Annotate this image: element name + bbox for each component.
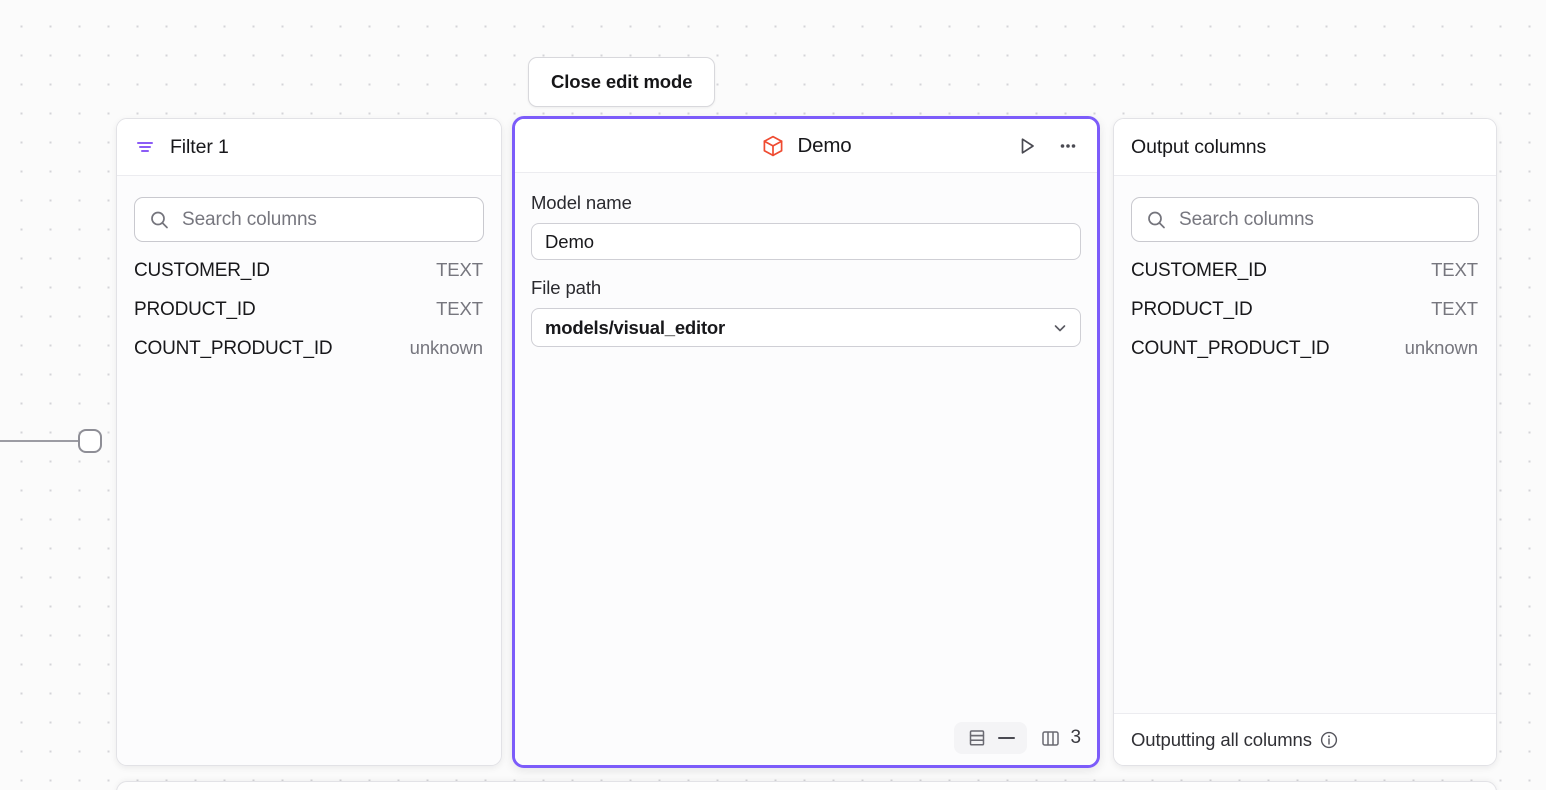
model-node-title-group: Demo	[761, 134, 852, 158]
row-count-control[interactable]	[953, 722, 1027, 754]
rows-icon	[966, 727, 988, 749]
column-type: TEXT	[436, 259, 483, 280]
model-node[interactable]: Demo	[512, 116, 1100, 768]
filter-search-wrapper	[134, 197, 484, 242]
model-node-footer: 3	[953, 722, 1085, 754]
file-path-select[interactable]: models/visual_editor	[531, 308, 1081, 347]
list-item[interactable]: COUNT_PRODUCT_ID unknown	[117, 337, 501, 376]
list-item[interactable]: COUNT_PRODUCT_ID unknown	[1114, 337, 1496, 376]
filter-node-title: Filter 1	[170, 135, 229, 158]
filter-node-header: Filter 1	[117, 119, 501, 176]
output-node-footer: Outputting all columns	[1114, 713, 1496, 765]
form-spacer	[531, 260, 1081, 277]
output-node-title: Output columns	[1131, 135, 1267, 158]
column-name: COUNT_PRODUCT_ID	[134, 338, 333, 359]
filter-search-input[interactable]	[134, 197, 484, 242]
column-type: unknown	[409, 337, 483, 358]
model-name-label: Model name	[531, 192, 632, 213]
info-icon[interactable]	[1319, 730, 1339, 750]
model-node-title: Demo	[797, 133, 852, 157]
close-edit-mode-button[interactable]: Close edit mode	[528, 57, 716, 107]
output-node-body: CUSTOMER_ID TEXT PRODUCT_ID TEXT COUNT_P…	[1114, 176, 1496, 713]
model-node-header: Demo	[515, 119, 1097, 173]
ellipsis-icon	[1057, 135, 1079, 157]
output-node-header: Output columns	[1114, 119, 1496, 176]
column-name: CUSTOMER_ID	[1131, 260, 1267, 281]
list-item[interactable]: CUSTOMER_ID TEXT	[117, 259, 501, 298]
filter-column-list: CUSTOMER_ID TEXT PRODUCT_ID TEXT COUNT_P…	[117, 259, 501, 376]
connector-edge	[0, 440, 84, 442]
output-status-text: Outputting all columns	[1131, 728, 1312, 750]
list-item[interactable]: CUSTOMER_ID TEXT	[1114, 259, 1496, 298]
columns-icon	[1039, 727, 1062, 750]
output-search-wrapper	[1131, 197, 1479, 242]
list-item[interactable]: PRODUCT_ID TEXT	[117, 298, 501, 337]
column-count-control[interactable]: 3	[1039, 727, 1085, 750]
filter-node-body: CUSTOMER_ID TEXT PRODUCT_ID TEXT COUNT_P…	[117, 176, 501, 765]
column-name: COUNT_PRODUCT_ID	[1131, 338, 1330, 359]
model-name-input[interactable]	[531, 223, 1081, 260]
play-icon	[1016, 135, 1038, 157]
output-search-input[interactable]	[1131, 197, 1479, 242]
column-name: CUSTOMER_ID	[134, 260, 270, 281]
more-options-button[interactable]	[1053, 131, 1083, 161]
file-path-select-wrapper: models/visual_editor	[531, 308, 1081, 347]
column-type: TEXT	[1431, 298, 1478, 319]
column-name: PRODUCT_ID	[134, 299, 256, 320]
connector-handle[interactable]	[78, 429, 102, 453]
cube-icon	[761, 134, 785, 158]
model-form: Model name File path models/visual_edito…	[515, 173, 1097, 347]
file-path-label: File path	[531, 277, 602, 298]
run-button[interactable]	[1012, 131, 1042, 161]
column-count-value: 3	[1070, 727, 1082, 748]
column-name: PRODUCT_ID	[1131, 299, 1253, 320]
model-node-actions	[1012, 119, 1083, 172]
column-type: TEXT	[436, 298, 483, 319]
output-column-list: CUSTOMER_ID TEXT PRODUCT_ID TEXT COUNT_P…	[1114, 259, 1496, 376]
model-node-body: Model name File path models/visual_edito…	[515, 173, 1097, 765]
filter-node[interactable]: Filter 1 CUSTOMER_ID TEXT PRODUCT_I	[116, 118, 502, 766]
filter-icon	[134, 136, 156, 158]
row-count-value	[997, 736, 1015, 740]
partial-node-below[interactable]	[116, 781, 1497, 790]
list-item[interactable]: PRODUCT_ID TEXT	[1114, 298, 1496, 337]
output-columns-node[interactable]: Output columns CUSTOMER_ID TEXT PRO	[1113, 118, 1497, 766]
column-type: TEXT	[1431, 259, 1478, 280]
column-type: unknown	[1404, 337, 1478, 358]
